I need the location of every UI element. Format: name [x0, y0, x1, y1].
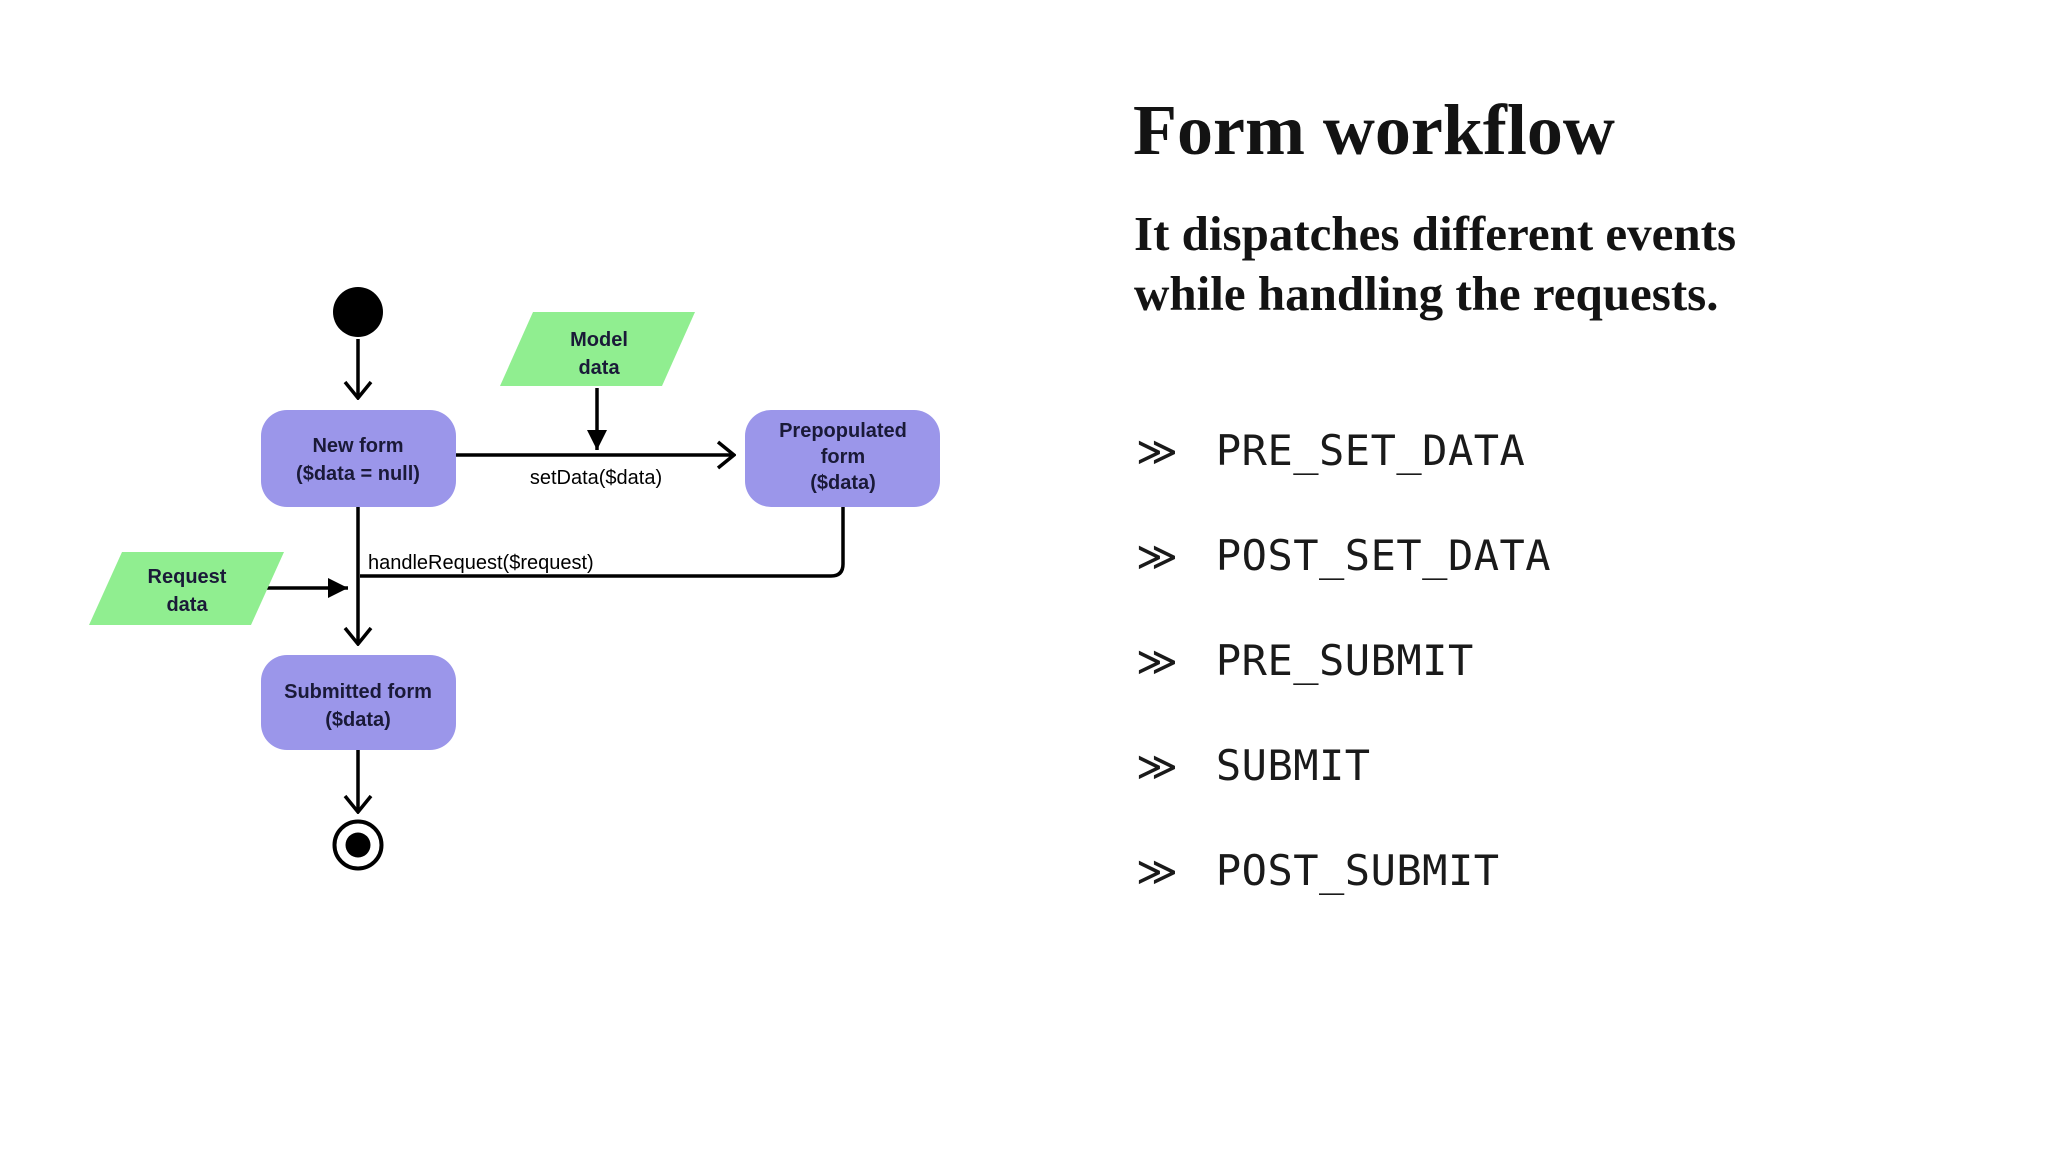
model-data-label-line2: data	[578, 357, 620, 379]
event-label: POST_SET_DATA	[1215, 531, 1552, 580]
event-list: ≫ PRE_SET_DATA ≫ POST_SET_DATA ≫ PRE_SUBMIT…	[1136, 398, 1551, 923]
event-label: PRE_SUBMIT	[1215, 636, 1474, 685]
chevron-marker-icon: ≫	[1136, 429, 1178, 475]
submitted-form-label-line1: Submitted form	[284, 681, 432, 703]
new-form-shape	[261, 410, 456, 507]
request-data-shape	[89, 552, 284, 625]
edge-prepopulated-elbow	[360, 507, 845, 578]
node-new-form: New form ($data = null)	[261, 410, 456, 507]
request-data-label-line2: data	[166, 594, 208, 616]
prepopulated-form-label-line1: Prepopulated	[779, 420, 907, 442]
list-item-pre-set-data: ≫ PRE_SET_DATA	[1136, 398, 1551, 503]
end-node	[332, 819, 384, 871]
activity-diagram: setData($data) handleRequest($request) N…	[89, 287, 940, 871]
edge-label-set-data: setData($data)	[530, 467, 662, 489]
subtitle-line-1: It dispatches different events	[1134, 206, 1737, 261]
end-node-core	[345, 832, 371, 858]
prepopulated-form-shape	[745, 410, 940, 507]
prepopulated-form-label-line3: ($data)	[810, 472, 876, 494]
new-form-label-line2: ($data = null)	[296, 463, 420, 485]
submitted-form-shape	[261, 655, 456, 750]
subtitle-line-2: while handling the requests.	[1134, 266, 1719, 321]
edge-label-handle-request: handleRequest($request)	[368, 552, 594, 574]
prepopulated-form-label-line2: form	[821, 446, 865, 468]
chevron-marker-icon: ≫	[1136, 639, 1178, 685]
chevron-marker-icon: ≫	[1136, 849, 1178, 895]
node-submitted-form: Submitted form ($data)	[261, 655, 456, 750]
submitted-form-label-line2: ($data)	[325, 709, 391, 731]
list-item-pre-submit: ≫ PRE_SUBMIT	[1136, 608, 1551, 713]
model-data-label-line1: Model	[570, 329, 628, 351]
request-data-label-line1: Request	[148, 566, 227, 588]
chevron-marker-icon: ≫	[1136, 744, 1178, 790]
node-request-data: Request data	[89, 552, 284, 625]
event-label: POST_SUBMIT	[1215, 846, 1500, 895]
new-form-label-line1: New form	[312, 435, 403, 457]
list-item-post-submit: ≫ POST_SUBMIT	[1136, 818, 1551, 923]
page-title: Form workflow	[1133, 90, 1615, 170]
list-item-post-set-data: ≫ POST_SET_DATA	[1136, 503, 1551, 608]
page-subtitle: It dispatches different events while han…	[1134, 204, 1736, 324]
start-node	[333, 287, 383, 337]
chevron-marker-icon: ≫	[1136, 534, 1178, 580]
model-data-shape	[500, 312, 695, 386]
event-label: PRE_SET_DATA	[1215, 426, 1526, 475]
event-label: SUBMIT	[1215, 741, 1371, 790]
node-prepopulated-form: Prepopulated form ($data)	[745, 410, 940, 507]
node-model-data: Model data	[500, 312, 695, 386]
list-item-submit: ≫ SUBMIT	[1136, 713, 1551, 818]
